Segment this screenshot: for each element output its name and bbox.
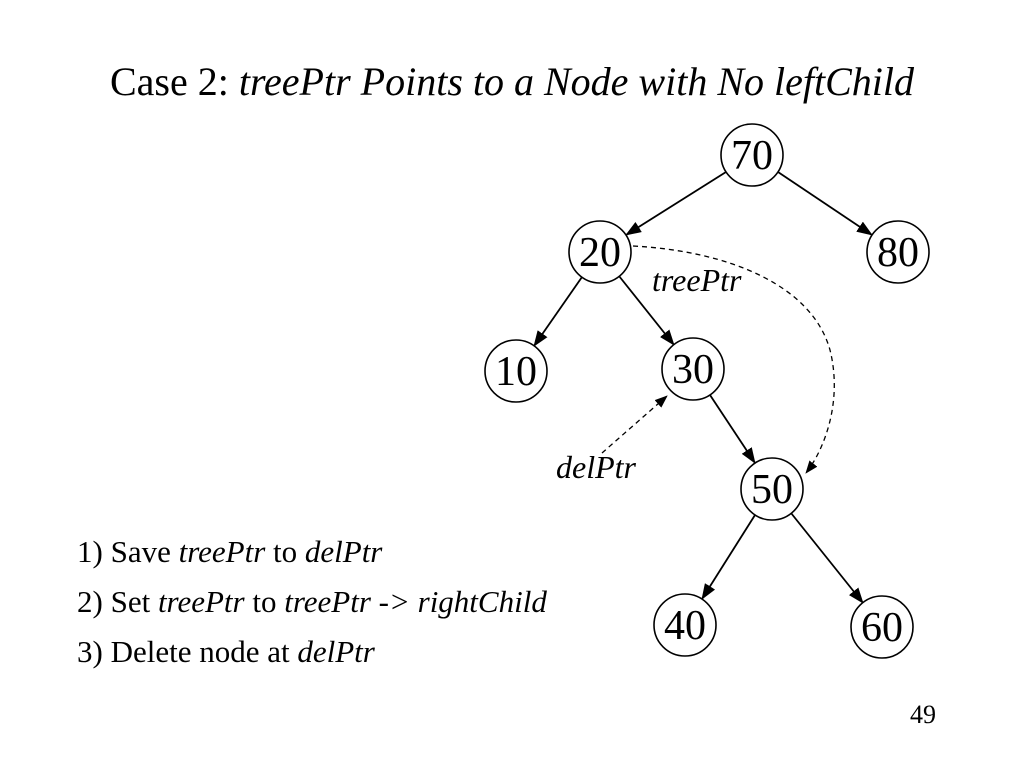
step-text: to (244, 584, 285, 619)
tree-node-20: 20 (568, 220, 632, 284)
edge-20-30 (618, 275, 675, 346)
title-emphasis: treePtr Points to a Node with No leftChi… (238, 59, 915, 104)
step-text-italic: treePtr (157, 584, 245, 619)
edge-50-60 (790, 512, 864, 604)
slide-title: Case 2: treePtr Points to a Node with No… (0, 58, 1024, 106)
edge-20-10 (533, 276, 583, 347)
tree-node-80: 80 (866, 220, 930, 284)
tree-node-value: 60 (861, 605, 903, 651)
tree-node-circle (661, 337, 725, 401)
delptr-label: delPtr (556, 449, 637, 485)
tree-node-value: 30 (672, 347, 714, 393)
delptr-pointer-arrow (601, 395, 668, 454)
tree-node-circle (568, 220, 632, 284)
tree-node-value: 20 (579, 230, 621, 276)
step-text-italic: treePtr (178, 534, 266, 569)
tree-node-circle (866, 220, 930, 284)
tree-node-circle (653, 593, 717, 657)
tree-node-60: 60 (850, 595, 914, 659)
tree-node-value: 10 (495, 349, 537, 395)
edge-70-80 (777, 171, 873, 236)
step-text-italic: treePtr -> rightChild (284, 584, 547, 619)
treeptr-label: treePtr (652, 262, 742, 298)
step-text-italic: delPtr (297, 634, 375, 669)
tree-node-value: 40 (664, 603, 706, 649)
tree-node-10: 10 (484, 339, 548, 403)
treeptr-pointer-arrow (632, 245, 835, 474)
tree-node-circle (850, 595, 914, 659)
step-3: 3) Delete node at delPtr (77, 627, 547, 677)
step-text: 2) Set (77, 584, 158, 619)
edge-70-20 (625, 171, 727, 236)
tree-node-circle (484, 339, 548, 403)
steps-list: 1) Save treePtr to delPtr 2) Set treePtr… (77, 527, 547, 677)
step-text: to (265, 534, 305, 569)
tree-node-value: 50 (751, 467, 793, 513)
page-number: 49 (910, 700, 936, 729)
step-1: 1) Save treePtr to delPtr (77, 527, 547, 577)
edge-50-40 (701, 514, 756, 600)
step-text: 1) Save (77, 534, 179, 569)
tree-node-circle (720, 123, 784, 187)
step-text: 3) Delete node at (77, 634, 298, 669)
step-2: 2) Set treePtr to treePtr -> rightChild (77, 577, 547, 627)
tree-node-value: 80 (877, 230, 919, 276)
tree-node-50: 50 (740, 457, 804, 521)
tree-node-40: 40 (653, 593, 717, 657)
tree-node-value: 70 (731, 133, 773, 179)
title-prefix: Case 2: (109, 59, 239, 104)
tree-node-circle (740, 457, 804, 521)
step-text-italic: delPtr (304, 534, 383, 569)
tree-node-70: 70 (720, 123, 784, 187)
edge-30-50 (709, 394, 756, 464)
tree-node-30: 30 (661, 337, 725, 401)
